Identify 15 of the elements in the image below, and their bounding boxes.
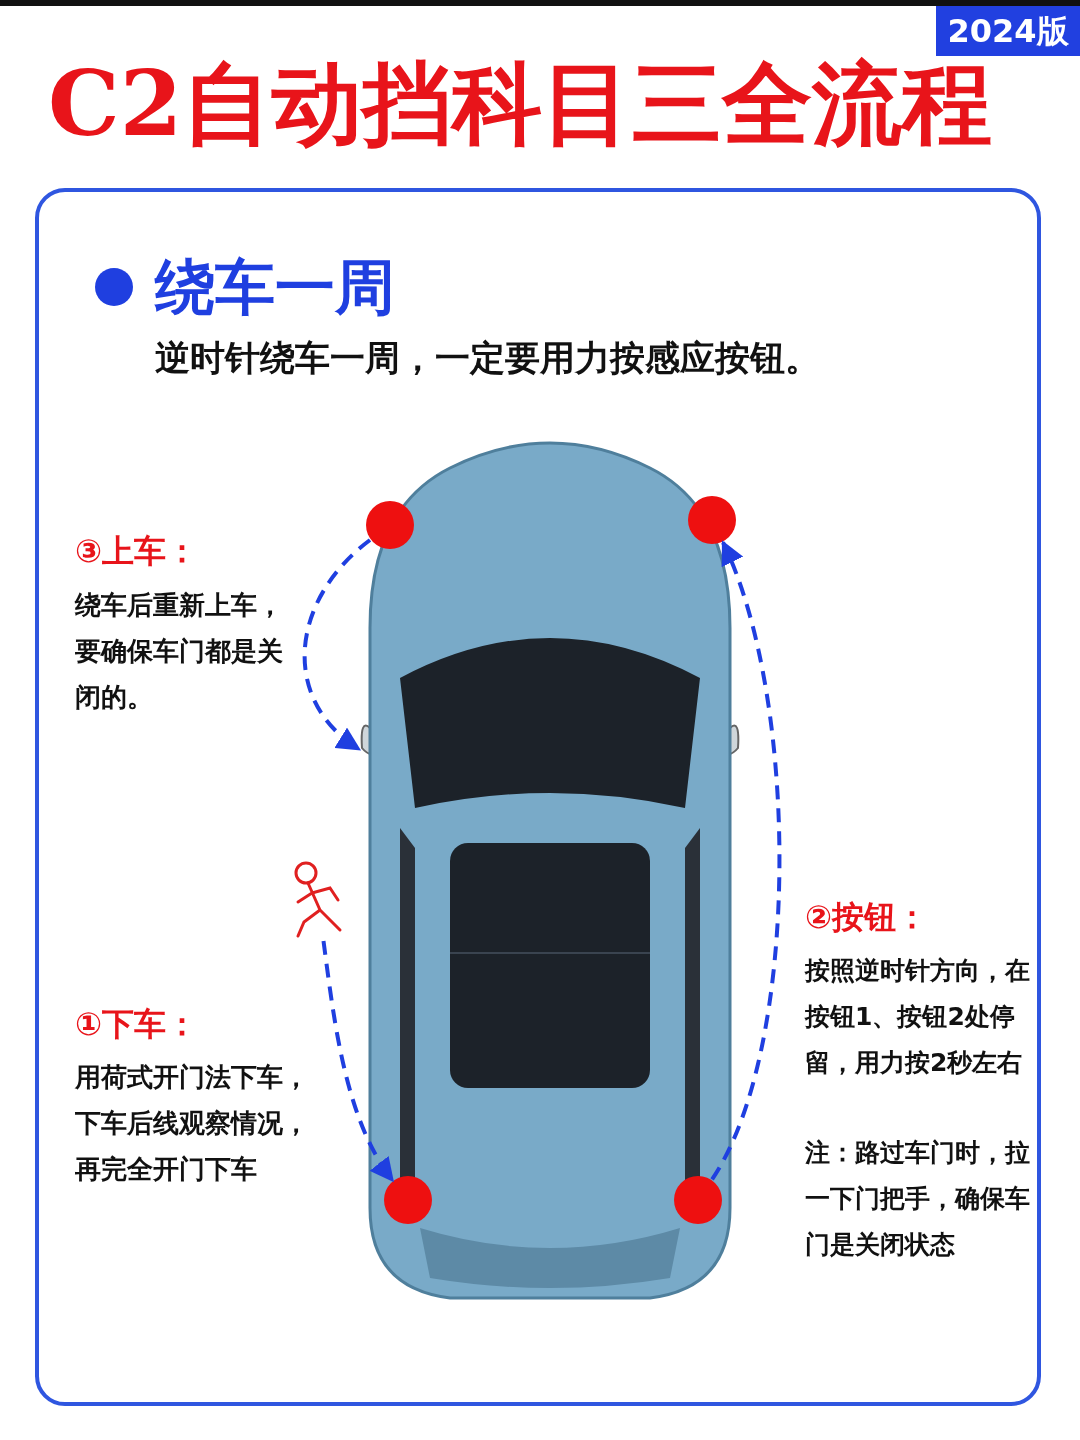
dashed-arrow bbox=[710, 540, 782, 1181]
dashed-arrow bbox=[321, 940, 395, 1183]
step-text: 绕车后重新上车，要确保车门都是关闭的。 bbox=[75, 589, 284, 714]
step-heading: ③上车： bbox=[75, 531, 200, 572]
button-marker bbox=[688, 496, 736, 544]
instruction-text: 逆时针绕车一周，一定要用力按感应按钮。 bbox=[155, 337, 821, 380]
step-text: 按照逆时针方向，在按钮1、按钮2处停留，用力按2秒左右 bbox=[805, 955, 1030, 1079]
note-text: 注：路过车门时，拉一下门把手，确保车门是关闭状态 bbox=[805, 1137, 1030, 1261]
step-text: 用荷式开门法下车，下车后线观察情况，再完全开门下车 bbox=[75, 1061, 310, 1186]
button-marker bbox=[366, 501, 414, 549]
dashed-arrow bbox=[302, 538, 372, 751]
section-heading: 绕车一周 bbox=[155, 251, 396, 324]
step-heading: ②按钮： bbox=[805, 897, 930, 938]
step-heading: ①下车： bbox=[75, 1004, 200, 1045]
edition-badge: 2024版 bbox=[936, 6, 1080, 56]
